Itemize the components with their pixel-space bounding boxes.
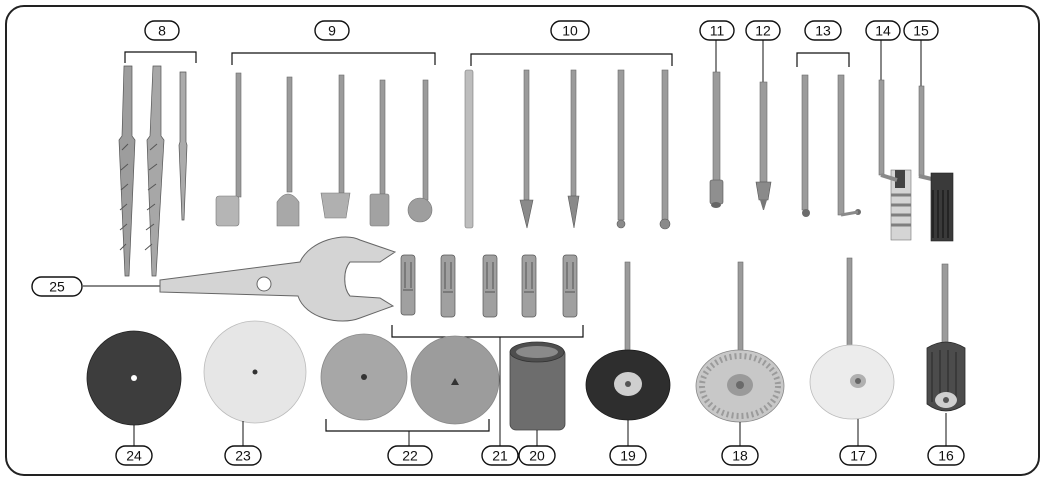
- svg-text:11: 11: [710, 23, 725, 39]
- svg-text:10: 10: [562, 23, 578, 39]
- label-18: 18: [721, 445, 759, 466]
- collet: [440, 254, 456, 318]
- drill-bits-group: [118, 51, 197, 277]
- svg-text:12: 12: [755, 23, 771, 39]
- svg-text:22: 22: [402, 448, 418, 464]
- mandrel-11: [709, 37, 724, 208]
- brush-wheel-19: [585, 261, 671, 446]
- collet: [400, 254, 416, 316]
- grinding-stone-ball: [407, 197, 433, 223]
- engraving-bit-tip: [519, 199, 534, 229]
- label-15: 15: [903, 20, 939, 41]
- grinding-stones-group: [215, 52, 436, 227]
- drill-bit: [118, 65, 136, 277]
- collet: [562, 254, 578, 318]
- svg-text:15: 15: [913, 23, 929, 39]
- label-9: 9: [314, 20, 350, 41]
- label-17: 17: [839, 445, 877, 466]
- grinding-stone-cylinder: [215, 195, 240, 227]
- label-25: 25: [31, 276, 83, 297]
- engraving-bit-shaft: [570, 69, 577, 197]
- engraving-bit-shaft: [617, 69, 625, 221]
- svg-text:24: 24: [126, 448, 142, 464]
- grinding-wheels-22: [320, 333, 500, 446]
- sanding-band-20: [509, 341, 566, 446]
- svg-text:9: 9: [328, 23, 336, 39]
- engraving-bit-shaft: [523, 69, 530, 201]
- grinding-stone-small: [369, 193, 390, 227]
- svg-text:8: 8: [158, 23, 166, 39]
- cutter-bits-group: [796, 52, 861, 217]
- svg-text:20: 20: [529, 448, 545, 464]
- svg-text:14: 14: [875, 23, 891, 39]
- engraving-bits-group: [464, 53, 673, 230]
- mounted-point-shaft: [379, 79, 386, 195]
- svg-text:16: 16: [938, 448, 954, 464]
- label-16: 16: [927, 445, 965, 466]
- wrench-25: [83, 236, 397, 322]
- cloth-buff-17: [809, 257, 895, 446]
- mounted-point-shaft: [286, 76, 293, 193]
- mounted-point-shaft: [422, 79, 429, 201]
- engraving-bit-shaft: [661, 69, 669, 221]
- collets-group: [391, 254, 584, 448]
- svg-text:18: 18: [732, 448, 748, 464]
- cutter-bit: [837, 74, 845, 216]
- drill-bit: [178, 71, 188, 221]
- mounted-point-shaft: [235, 72, 242, 198]
- label-10: 10: [550, 20, 590, 41]
- engraving-bit-tip: [567, 195, 580, 229]
- label-24: 24: [115, 445, 153, 466]
- engraving-bit-ball: [616, 219, 626, 229]
- brush-14: [878, 37, 912, 241]
- label-13: 13: [804, 20, 842, 41]
- collet: [521, 254, 537, 318]
- brush-15: [918, 37, 954, 242]
- collet: [482, 254, 498, 318]
- grinding-stone-cone: [320, 192, 351, 219]
- flap-sander-16: [926, 263, 966, 446]
- svg-text:17: 17: [850, 448, 866, 464]
- label-12: 12: [745, 20, 781, 41]
- label-8: 8: [144, 20, 180, 41]
- label-21: 21: [481, 445, 519, 466]
- wire-brush-18: [695, 261, 785, 446]
- cutter-bit-ball: [802, 209, 810, 217]
- label-19: 19: [609, 445, 647, 466]
- svg-text:13: 13: [815, 23, 831, 39]
- label-20: 20: [518, 445, 556, 466]
- mandrel-12: [755, 37, 772, 210]
- svg-text:23: 23: [235, 448, 251, 464]
- drill-bit: [146, 65, 165, 277]
- cutting-disc-24: [86, 330, 182, 446]
- felt-disc-23: [203, 320, 307, 446]
- cutter-bit: [801, 74, 809, 211]
- label-22: 22: [387, 445, 433, 466]
- label-11: 11: [699, 20, 735, 41]
- svg-text:19: 19: [620, 448, 636, 464]
- svg-text:21: 21: [492, 448, 508, 464]
- engraving-bit: [464, 69, 474, 229]
- label-14: 14: [865, 20, 901, 41]
- label-23: 23: [224, 445, 262, 466]
- grinding-stone-bullet: [276, 193, 300, 227]
- svg-text:25: 25: [49, 279, 65, 295]
- mounted-point-shaft: [338, 74, 345, 194]
- engraving-bit-ball: [659, 218, 671, 230]
